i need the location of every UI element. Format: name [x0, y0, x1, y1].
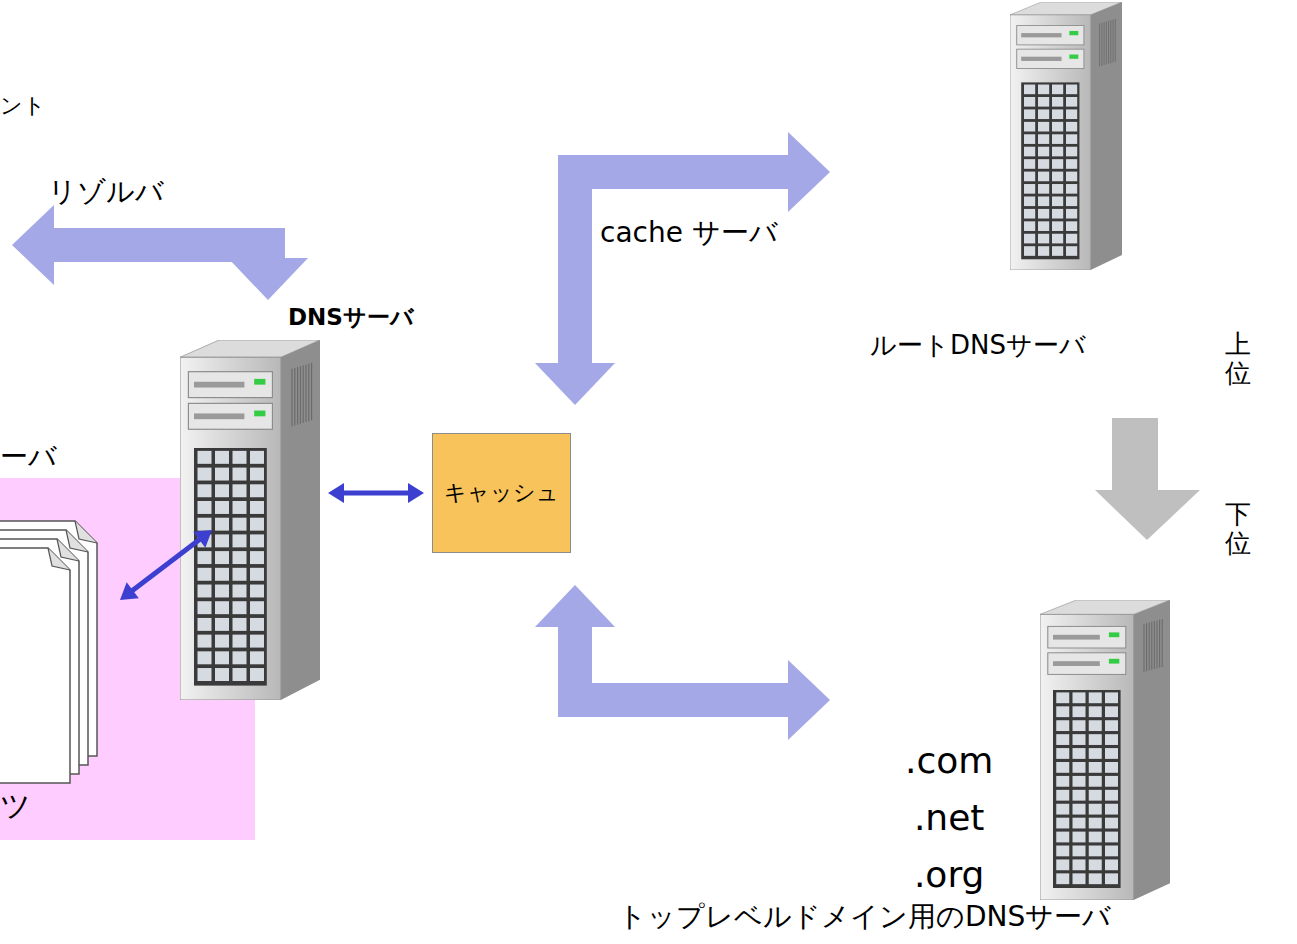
node-text: ント	[0, 93, 46, 119]
document-stack	[0, 478, 140, 818]
tld-dns-server: .com .net .orgトップレベルドメイン用のDNSサーバ	[850, 600, 1170, 900]
connector-line	[342, 491, 409, 496]
arrow-head	[328, 483, 344, 503]
server-illustration	[180, 340, 320, 700]
arrow-head	[788, 132, 830, 212]
node-text: キャッシュ	[433, 434, 570, 552]
connector-line	[575, 172, 792, 367]
cache-box: キャッシュ	[432, 433, 571, 553]
arrow-head	[120, 582, 139, 600]
node-text: DNSサーバ	[288, 304, 414, 332]
server-illustration	[1010, 2, 1122, 270]
node-text: ーバ	[0, 440, 57, 474]
connector-arrow	[120, 530, 212, 600]
edge-label: リゾルバ	[48, 175, 164, 209]
node-text: ルートDNSサーバ	[870, 330, 1086, 361]
client-node: ント	[0, 85, 20, 265]
arrow-head	[535, 363, 615, 405]
connector-arrow	[535, 585, 830, 740]
connector-line	[575, 623, 792, 700]
hierarchy-label: 上位	[1225, 330, 1251, 387]
server-illustration	[1040, 600, 1170, 900]
arrow-head	[408, 483, 424, 503]
arrow-head	[12, 205, 54, 285]
edge-label: cache サーバ	[600, 216, 778, 250]
root-dns-server: ルートDNSサーバ	[850, 0, 1120, 370]
connector-line	[131, 539, 200, 592]
dns-server: DNSサーバ	[180, 340, 320, 700]
arrow-head	[193, 530, 212, 548]
arrow-head	[788, 660, 830, 740]
node-text: トップレベルドメイン用のDNSサーバ	[618, 900, 1111, 934]
content-server-region: ーバツ	[0, 478, 255, 840]
node-text: ツ	[0, 788, 31, 824]
connector-arrow	[12, 205, 308, 300]
connector-arrow	[328, 483, 424, 503]
hierarchy-label: 下位	[1225, 500, 1251, 557]
arrow-head	[228, 258, 308, 300]
arrow-head	[535, 585, 615, 627]
node-text: .com .net .org	[905, 732, 993, 903]
connector-arrow	[535, 132, 830, 405]
down-arrow	[1095, 418, 1200, 540]
